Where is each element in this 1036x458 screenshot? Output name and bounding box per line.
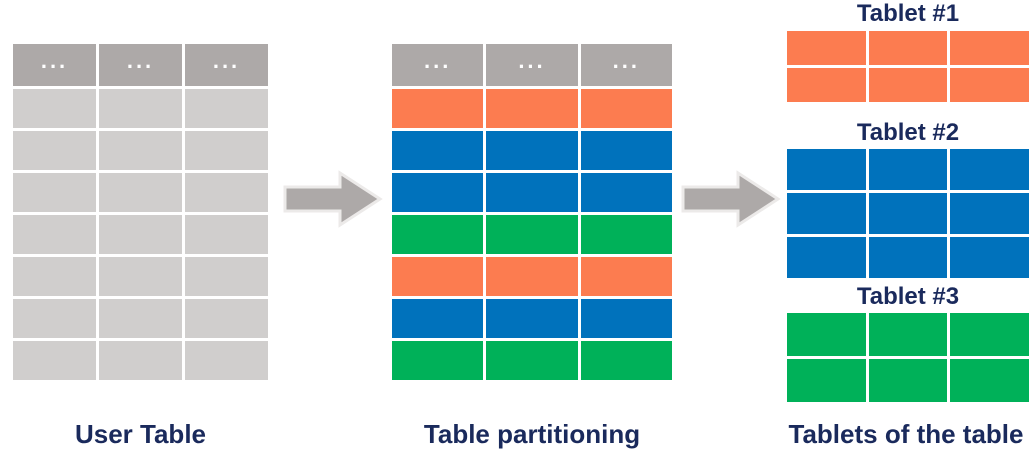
tablets-caption: Tablets of the table [788,419,1024,449]
row-cell-blue [950,237,1029,278]
row-cell-gray [99,299,182,338]
row-cell-gray [185,131,268,170]
row-cell-gray [13,173,96,212]
row-cell-blue [392,131,484,170]
tablet-3-label: Tablet #3 [856,283,960,310]
user-table-caption: User Table [74,419,206,449]
row-cell-blue [580,131,672,170]
row-cell-green [486,215,578,254]
row-cell-orange [787,31,866,65]
row-cell-green [392,341,484,380]
row-cell-orange [580,89,672,128]
row-cell-gray [13,341,96,380]
row-cell-gray [185,215,268,254]
row-cell-blue [787,237,866,278]
row-cell-orange [950,31,1029,65]
row-cell-gray [13,215,96,254]
row-cell-blue [950,149,1029,190]
row-cell-gray [99,257,182,296]
row-cell-orange [486,257,578,296]
row-cell-green [486,341,578,380]
tablet-3-table [787,313,1029,402]
header-cell: ... [185,44,268,86]
row-cell-blue [486,131,578,170]
row-cell-green [868,313,948,356]
row-cell-gray [13,299,96,338]
row-cell-orange [868,31,948,65]
row-cell-gray [13,89,96,128]
row-cell-orange [392,257,484,296]
row-cell-orange [486,89,578,128]
header-cell: ... [486,44,578,86]
header-cell: ... [13,44,96,86]
row-cell-gray [13,257,96,296]
row-cell-green [950,313,1029,356]
row-cell-blue [392,173,484,212]
row-cell-gray [185,173,268,212]
row-cell-green [868,359,948,402]
row-cell-blue [868,193,948,234]
user-table: ......... [13,44,268,380]
tablet-1-label: Tablet #1 [856,0,960,27]
row-cell-orange [580,257,672,296]
row-cell-green [787,359,866,402]
row-cell-orange [868,68,948,102]
row-cell-orange [950,68,1029,102]
row-cell-green [580,341,672,380]
row-cell-gray [185,89,268,128]
row-cell-orange [787,68,866,102]
header-cell: ... [392,44,484,86]
row-cell-green [950,359,1029,402]
partitioned-table-caption: Table partitioning [423,419,641,449]
row-cell-green [787,313,866,356]
row-cell-blue [787,193,866,234]
row-cell-blue [868,237,948,278]
row-cell-gray [99,173,182,212]
row-cell-blue [580,173,672,212]
header-cell: ... [99,44,182,86]
arrow-right-icon [681,170,781,228]
row-cell-blue [868,149,948,190]
row-cell-gray [99,131,182,170]
row-cell-gray [185,257,268,296]
tablet-1-table [787,31,1029,102]
partitioned-table: ......... [392,44,672,380]
row-cell-gray [185,299,268,338]
row-cell-blue [580,299,672,338]
row-cell-blue [950,193,1029,234]
row-cell-blue [392,299,484,338]
row-cell-gray [99,341,182,380]
row-cell-green [580,215,672,254]
row-cell-blue [787,149,866,190]
header-cell: ... [580,44,672,86]
arrow-right-icon [283,170,383,228]
row-cell-gray [99,89,182,128]
tablet-2-table [787,149,1029,278]
row-cell-orange [392,89,484,128]
row-cell-gray [185,341,268,380]
row-cell-gray [13,131,96,170]
row-cell-green [392,215,484,254]
row-cell-blue [486,173,578,212]
row-cell-blue [486,299,578,338]
tablet-2-label: Tablet #2 [856,119,960,146]
row-cell-gray [99,215,182,254]
